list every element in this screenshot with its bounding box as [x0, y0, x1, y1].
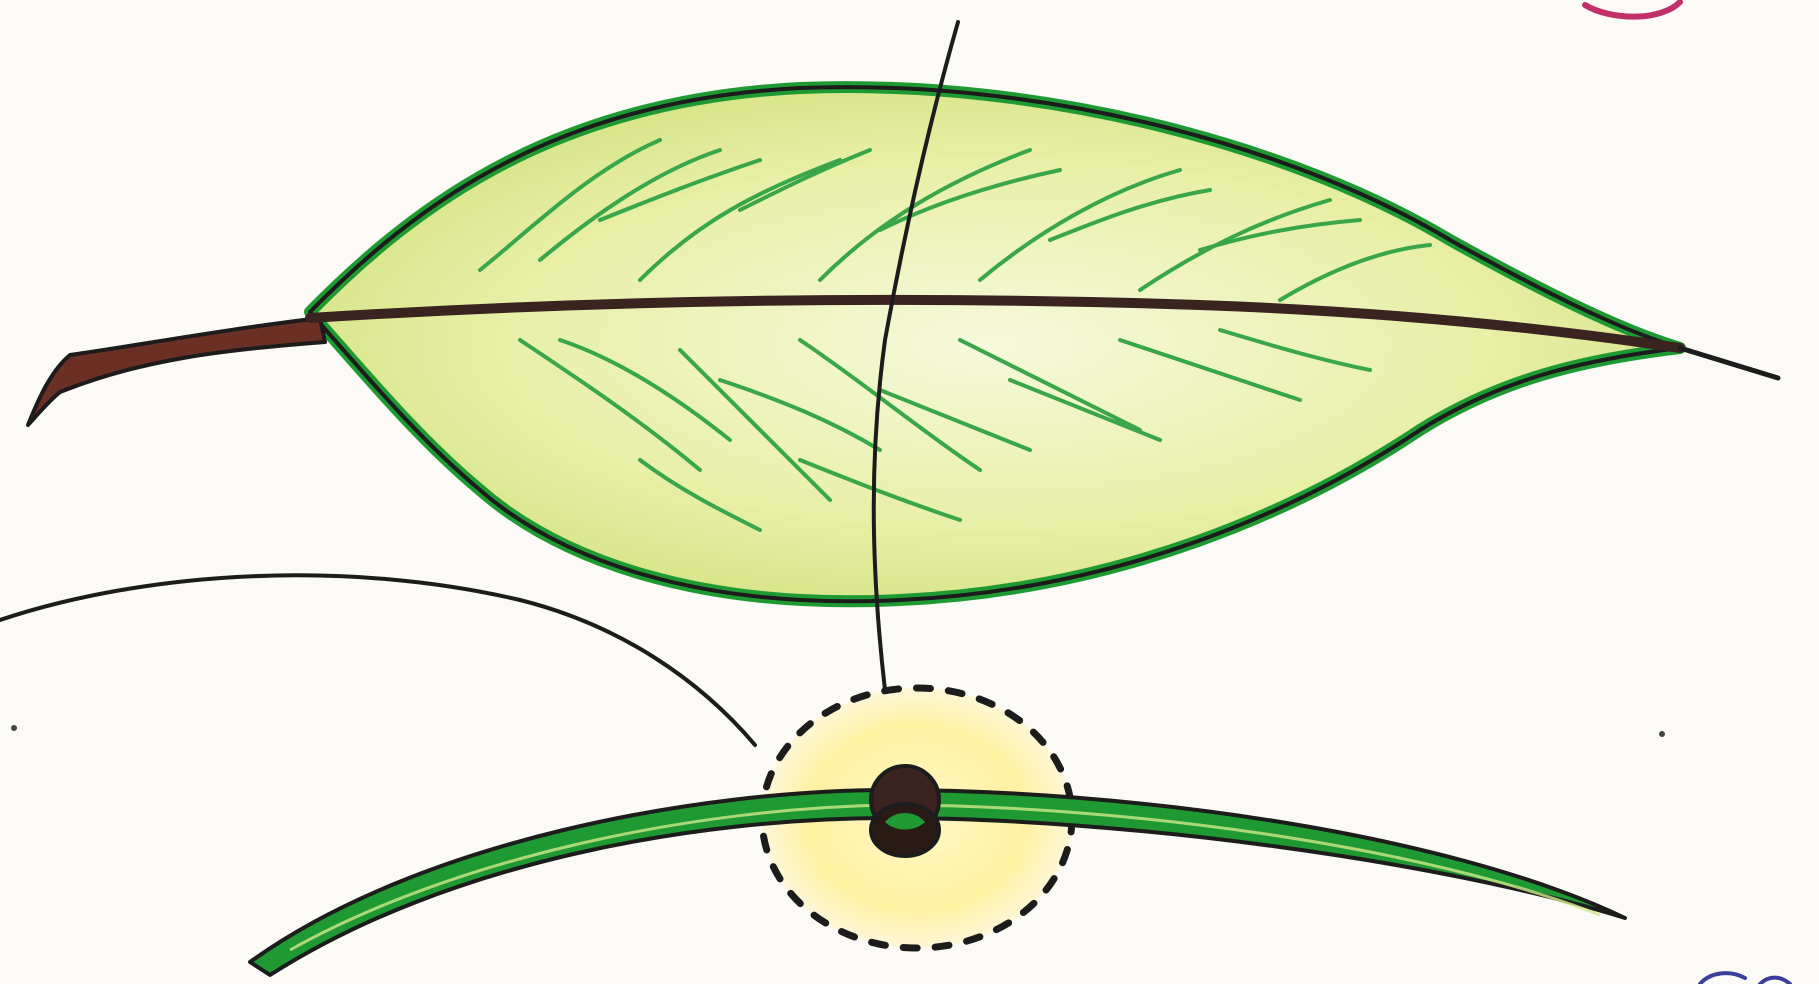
petiole	[28, 318, 325, 425]
accent-mark	[1585, 2, 1680, 17]
pointer-line	[0, 575, 755, 745]
midrib-cross-section	[871, 766, 939, 856]
paper-speck	[1659, 731, 1665, 737]
corner-mark	[1700, 973, 1790, 984]
paper-speck	[11, 725, 17, 731]
